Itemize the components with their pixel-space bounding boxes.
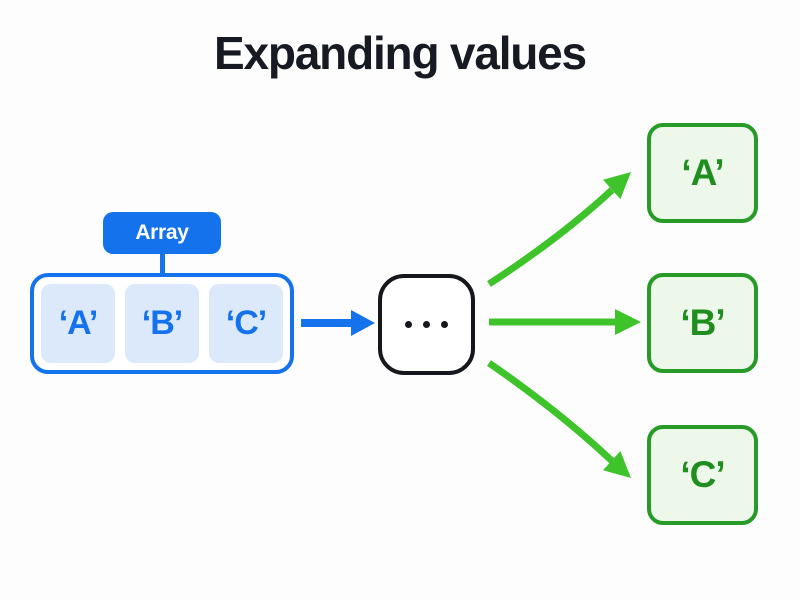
output-box-a: ‘A’ [647, 123, 758, 223]
array-cell-b: ‘B’ [125, 284, 199, 363]
array-cell-c: ‘C’ [209, 284, 283, 363]
spread-operator-box [378, 274, 475, 375]
array-box: ‘A’ ‘B’ ‘C’ [30, 273, 294, 374]
green-arrowhead-top-icon [603, 172, 631, 200]
array-label-connector [160, 252, 165, 276]
blue-arrowhead-icon [351, 310, 375, 336]
green-arrow-top-shaft [487, 187, 615, 287]
output-box-c: ‘C’ [647, 425, 758, 525]
ellipsis-dot [405, 321, 412, 328]
green-arrow-bottom-shaft [487, 360, 615, 464]
array-cell-a: ‘A’ [41, 284, 115, 363]
ellipsis-dot [423, 321, 430, 328]
ellipsis-icon [405, 321, 448, 328]
green-arrowhead-middle-icon [615, 309, 641, 335]
array-label-badge: Array [103, 212, 221, 254]
ellipsis-dot [441, 321, 448, 328]
green-arrowhead-bottom-icon [603, 451, 631, 478]
output-box-b: ‘B’ [647, 273, 758, 373]
page-title: Expanding values [214, 27, 587, 79]
